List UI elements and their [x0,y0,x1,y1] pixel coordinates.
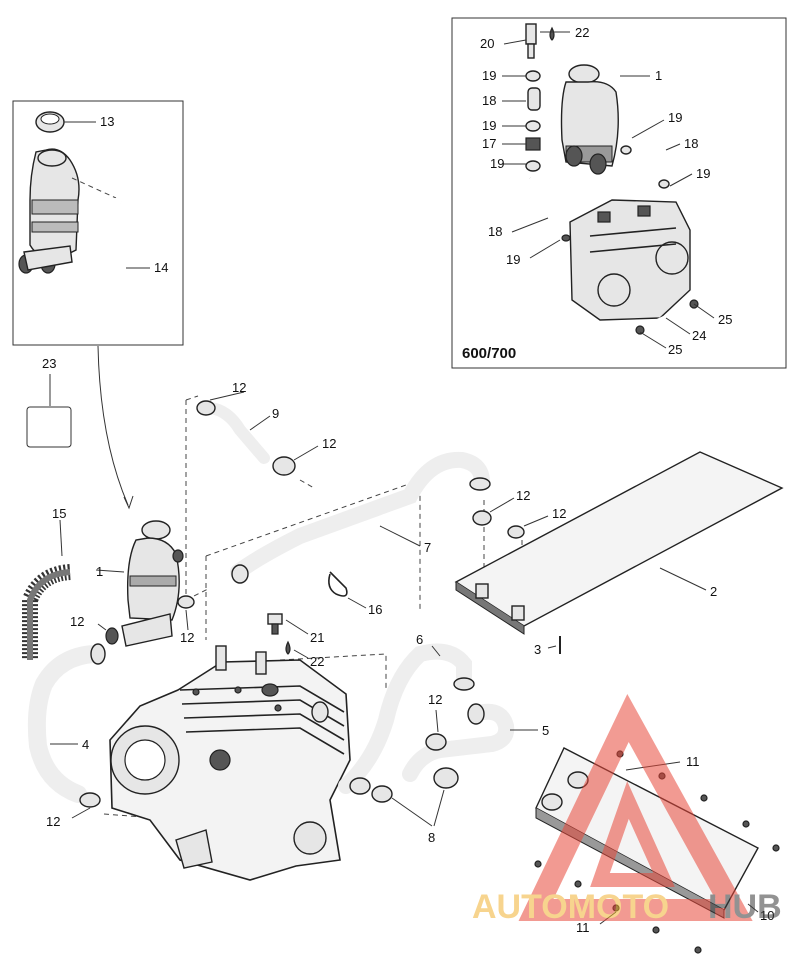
part-23: 23 [26,356,72,448]
callout-12d: 12 [552,506,566,521]
tank-1: 1 12 12 [70,520,195,647]
callout-25a: 25 [718,312,732,327]
callout-12e: 12 [70,614,84,629]
watermark-logo: AUTOMOTO HUB [472,693,782,926]
callout-14: 14 [154,260,168,275]
callout-12h: 12 [428,692,442,707]
callout-12c: 12 [516,488,530,503]
inset-600-700: 600/700 [451,17,787,369]
callout-16: 16 [368,602,382,617]
callout-17: 17 [482,136,496,151]
callout-10: 10 [760,908,774,923]
watermark-word-hub: HUB [708,888,782,926]
callout-24: 24 [692,328,706,343]
callout-19f: 19 [506,252,520,267]
callout-13: 13 [100,114,114,129]
hose-6: 6 [338,632,475,794]
heat-exchanger-2: 2 3 [454,451,784,657]
inset-tank-detail: 13 14 [12,100,184,346]
callout-21: 21 [310,630,324,645]
couplers-8: 8 [349,767,459,845]
callout-1-variant: 1 [655,68,662,83]
callout-8: 8 [428,830,435,845]
callout-19b: 19 [482,118,496,133]
callout-9: 9 [272,406,279,421]
callout-22b: 22 [310,654,324,669]
callout-22a: 22 [575,25,589,40]
callout-2: 2 [710,584,717,599]
callout-12b: 12 [322,436,336,451]
callout-23: 23 [42,356,56,371]
callout-6: 6 [416,632,423,647]
callout-11b: 11 [576,920,590,935]
callout-18b: 18 [684,136,698,151]
callout-3: 3 [534,642,541,657]
watermark-word-automoto: AUTOMOTO [472,888,669,926]
callout-4: 4 [82,737,89,752]
clip-16: 16 [328,571,382,617]
callout-5: 5 [542,723,549,738]
callout-19d: 19 [668,110,682,125]
hose-5: 5 12 [402,692,549,782]
callout-12g: 12 [46,814,60,829]
callout-18c: 18 [488,224,502,239]
callout-25b: 25 [668,342,682,357]
engine [109,645,351,881]
callout-12a: 12 [232,380,246,395]
callout-18a: 18 [482,93,496,108]
callout-19c: 19 [490,156,504,171]
callout-15: 15 [52,506,66,521]
callout-19a: 19 [482,68,496,83]
callout-19e: 19 [696,166,710,181]
hose-9: 12 9 12 [196,380,336,476]
callout-12f: 12 [180,630,194,645]
callout-1-main: 1 [96,564,103,579]
hose-4: 4 12 [27,643,106,829]
variant-label: 600/700 [462,345,516,362]
hose-7: 7 [230,451,491,584]
callout-20: 20 [480,36,494,51]
callout-11a: 11 [686,754,700,769]
callout-7: 7 [424,540,431,555]
spiral-tube-15: 15 [22,506,71,660]
